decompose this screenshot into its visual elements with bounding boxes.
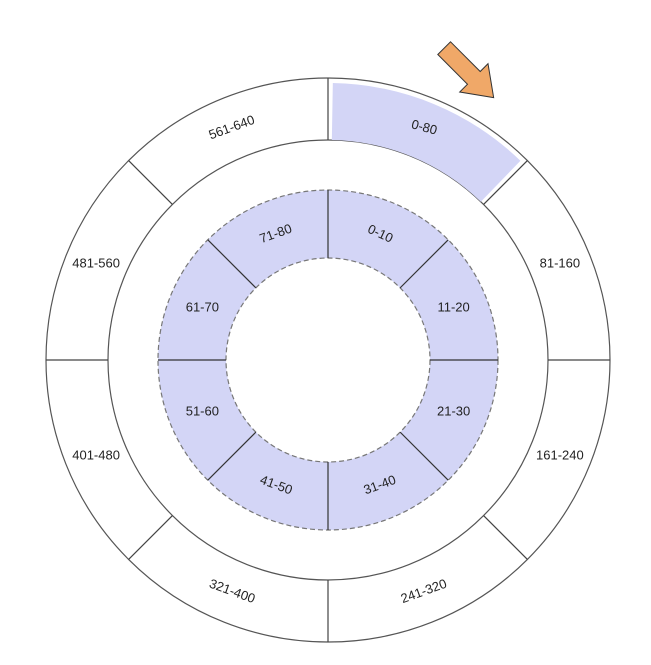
outer-segment-label-241-320: 241-320 <box>399 576 449 606</box>
inner-segment-label-21-30: 21-30 <box>437 403 470 418</box>
outer-ring-labels: 0-80 81-160 161-240 241-320 321-400 401-480 48… <box>72 112 584 606</box>
outer-divider-line <box>128 160 173 205</box>
outer-divider-line <box>483 515 528 560</box>
inner-segment-label-51-60: 51-60 <box>186 403 219 418</box>
inner-divider-line <box>207 239 257 289</box>
outer-divider-line <box>483 160 528 205</box>
arrow-icon <box>437 41 495 99</box>
inner-segment-label-61-70: 61-70 <box>186 299 219 314</box>
outer-divider-line <box>128 515 173 560</box>
inner-divider-line <box>399 239 449 289</box>
inner-ring-dividers <box>158 190 498 530</box>
outer-segment-0-80-highlight <box>331 83 521 202</box>
outer-ring-dividers <box>46 78 610 642</box>
outer-segment-label-401-480: 401-480 <box>72 447 120 462</box>
inner-divider-line <box>207 431 257 481</box>
outer-segment-label-0-80: 0-80 <box>410 116 439 137</box>
inner-divider-line <box>399 431 449 481</box>
outer-segment-label-81-160: 81-160 <box>540 255 580 270</box>
outer-segment-label-161-240: 161-240 <box>536 447 584 462</box>
outer-segment-label-561-640: 561-640 <box>207 112 257 142</box>
outer-segment-label-481-560: 481-560 <box>72 255 120 270</box>
inner-ring-inner-circle <box>225 257 431 463</box>
inner-segment-label-11-20: 11-20 <box>437 299 469 314</box>
outer-segment-label-321-400: 321-400 <box>207 576 257 606</box>
